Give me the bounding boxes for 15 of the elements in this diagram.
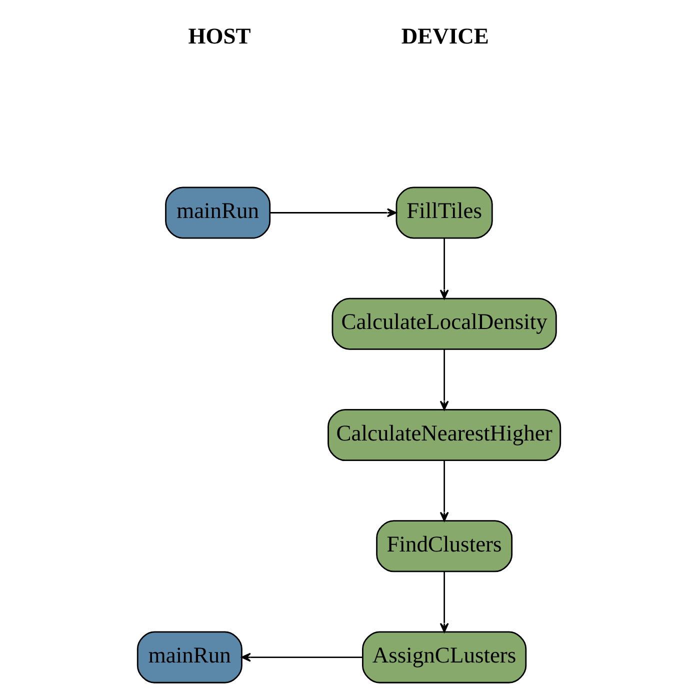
arrow: [439, 349, 448, 410]
arrow: [439, 572, 448, 633]
label: HOST: [188, 24, 250, 49]
node-box: FindClusters: [376, 520, 512, 572]
node-box: mainRun: [136, 631, 242, 684]
node-box: mainRun: [164, 186, 270, 239]
node-box: AssignCLusters: [362, 631, 526, 684]
node-box: CalculateLocalDensity: [331, 298, 556, 350]
arrow: [270, 208, 396, 218]
node-box: CalculateNearestHigher: [327, 409, 561, 462]
label: DEVICE: [400, 24, 488, 49]
arrow: [240, 652, 362, 662]
node-box: FillTiles: [395, 186, 492, 239]
arrow: [439, 460, 448, 522]
arrow: [439, 238, 448, 300]
